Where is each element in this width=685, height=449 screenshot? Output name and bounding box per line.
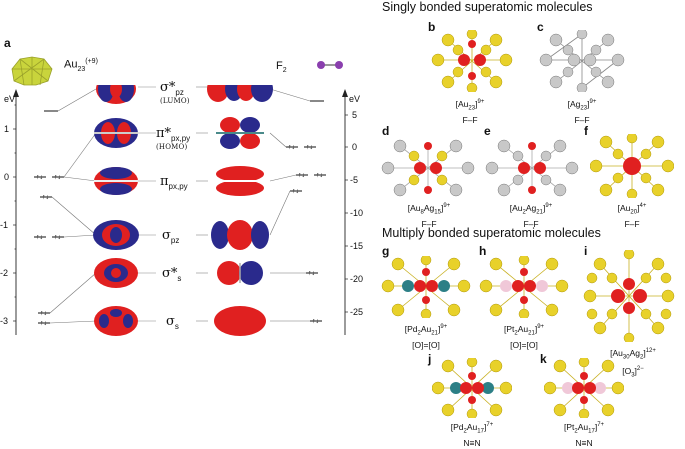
left-connectors (49, 88, 97, 324)
orbital-label-sigma-star-s: σ*s (162, 266, 182, 284)
au23-levels (34, 110, 64, 324)
singly-bonded-title: Singly bonded superatomic molecules (382, 0, 593, 14)
left-energy-axis (13, 89, 19, 335)
f2-electron-arrows: ↑↓ ↑↓ ↑↓ ↑↓ ↑↓ ↑↓ ↑↓ (288, 144, 323, 325)
right-connectors (269, 88, 311, 322)
right-tick-neg5: -5 (350, 175, 359, 185)
panel-c-letter: c (537, 20, 544, 34)
svg-text:↑↓: ↑↓ (298, 172, 305, 179)
caption-f: [Au20]4+ F–F (617, 202, 647, 229)
right-tick-5: 5 (352, 110, 358, 120)
f2-orbital-images (207, 85, 273, 336)
svg-text:↑↓: ↑↓ (42, 194, 49, 201)
panel-b-letter: b (428, 20, 436, 34)
left-tick-1: 1 (4, 124, 10, 134)
svg-text:↑↓: ↑↓ (292, 188, 299, 195)
f2-label: F2 (276, 60, 287, 75)
left-tick-neg3: -3 (0, 316, 9, 326)
svg-text:↑↓: ↑↓ (308, 270, 315, 277)
multiply-bonded-title: Multiply bonded superatomic molecules (382, 226, 601, 240)
center-links (138, 86, 208, 322)
f2-molecule-image (316, 58, 344, 72)
svg-text:↑↓: ↑↓ (54, 174, 61, 181)
panel-k-letter: k (540, 352, 547, 366)
cluster-pd2au17-image (432, 358, 512, 418)
panel-e-letter: e (484, 124, 491, 138)
caption-g: [Pd2Au21]9+ [O]=[O] (404, 323, 448, 350)
caption-b: [Au23]9+ F–F (455, 98, 485, 125)
au23-orbital-images (93, 85, 139, 336)
cluster-ag23-image (539, 30, 625, 92)
cluster-au20-image (590, 134, 674, 198)
au23-electron-arrows: ↑↓ ↑↓ ↑↓ ↑↓ ↑↓ ↑↓ ↑↓ (36, 174, 61, 327)
panel-i-letter: i (584, 244, 588, 258)
panel-d-letter: d (382, 124, 390, 138)
au23-cluster-image (8, 55, 56, 87)
orbital-label-pi: πpx,py (160, 174, 188, 192)
left-tick-0: 0 (4, 172, 10, 182)
left-tick-neg2: -2 (0, 268, 9, 278)
right-tick-neg10: -10 (350, 208, 364, 218)
cluster-au23-image (431, 30, 513, 92)
right-tick-neg20: -20 (350, 274, 364, 284)
svg-text:↑↓: ↑↓ (306, 144, 313, 151)
panel-j-letter: j (428, 352, 432, 366)
left-tick-neg1: -1 (0, 220, 9, 230)
panel-f-letter: f (584, 124, 588, 138)
caption-d: [Au8Ag15]9+ F–F (407, 202, 451, 229)
caption-j: [Pd2Au17]7+ N≡N (450, 421, 494, 448)
right-tick-neg15: -15 (350, 241, 364, 251)
caption-c: [Ag23]9+ F–F (567, 98, 597, 125)
caption-h: [Pt2Au21]9+ [O]=[O] (503, 323, 545, 350)
caption-k: [Pt2Au17]7+ N≡N (563, 421, 605, 448)
svg-text:↑↓: ↑↓ (54, 234, 61, 241)
panel-h-letter: h (479, 244, 487, 258)
cluster-au30ag2-image (583, 250, 675, 342)
cluster-au2ag21-image (485, 139, 579, 197)
caption-i: [Au30Ag2]12+ [O3]2− (610, 347, 656, 379)
caption-e: [Au2Ag21]9+ F–F (509, 202, 553, 229)
svg-text:↑↓: ↑↓ (36, 174, 43, 181)
right-energy-axis (342, 89, 348, 335)
cluster-label: Au23(+9) (64, 58, 98, 73)
panel-g-letter: g (382, 244, 390, 258)
orbital-label-pi-star: π*px,py (HOMO) (156, 126, 191, 152)
left-axis-unit: eV (4, 94, 16, 104)
orbital-label-sigma-pz: σpz (162, 228, 180, 246)
right-tick-0: 0 (352, 142, 358, 152)
cluster-pt2au17-image (544, 358, 624, 418)
cluster-au8ag15-image (381, 139, 475, 197)
panel-a-letter: a (4, 36, 11, 50)
svg-text:↑↓: ↑↓ (40, 310, 47, 317)
svg-text:↑↓: ↑↓ (312, 318, 319, 325)
orbital-label-sigma-star-pz: σ*pz (LUMO) (160, 80, 190, 106)
cluster-pt2au21-image (479, 256, 569, 318)
orbital-label-sigma-s: σs (166, 314, 179, 332)
right-axis-unit: eV (349, 94, 361, 104)
svg-text:↑↓: ↑↓ (36, 234, 43, 241)
right-tick-neg25: -25 (350, 307, 364, 317)
energy-level-diagram: ↑↓ ↑↓ ↑↓ ↑↓ ↑↓ ↑↓ ↑↓ ↑↓ ↑↓ ↑↓ ↑↓ ↑↓ ↑↓ ↑↓ (13, 85, 348, 336)
svg-text:↑↓: ↑↓ (40, 320, 47, 327)
svg-text:↑↓: ↑↓ (316, 172, 323, 179)
f2-levels (286, 100, 326, 322)
svg-text:↑↓: ↑↓ (288, 144, 295, 151)
cluster-pd2au21-image (381, 256, 471, 318)
